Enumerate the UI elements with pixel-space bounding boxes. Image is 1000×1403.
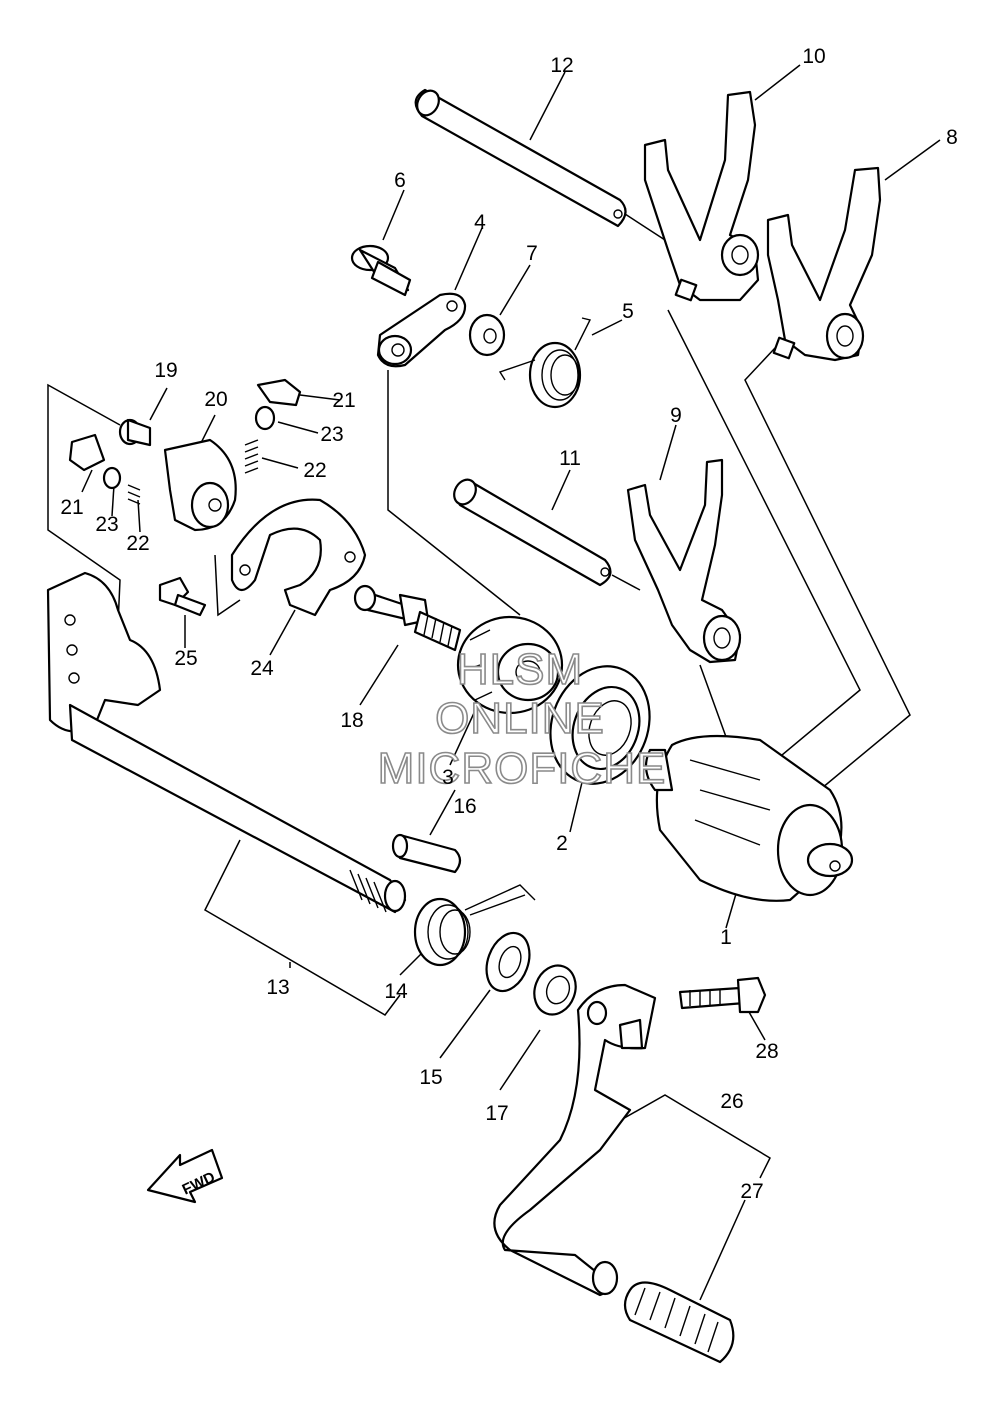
callout-20: 20 (204, 388, 227, 411)
shift-drum-1 (644, 734, 854, 902)
callout-9: 9 (670, 404, 682, 427)
callout-23-lower: 23 (95, 513, 118, 536)
shift-fork-9 (626, 458, 742, 664)
callout-4: 4 (474, 211, 486, 234)
callout-22-lower: 22 (126, 532, 149, 555)
callout-5: 5 (622, 300, 634, 323)
callout-16: 16 (453, 795, 476, 818)
watermark-line-3: MICROFICHE (378, 744, 667, 793)
callout-28: 28 (755, 1040, 778, 1063)
bearing-2 (549, 665, 651, 785)
watermark: HLSM ONLINE MICROFICHE (377, 644, 667, 794)
return-spring-14 (413, 884, 536, 967)
callout-14: 14 (384, 980, 408, 1003)
forward-direction-arrow: FWD (146, 1148, 224, 1204)
shift-fork-10 (643, 90, 760, 302)
bolt-28 (678, 976, 767, 1014)
washer-15 (485, 931, 531, 993)
pedal-rubber-27 (623, 1281, 735, 1364)
callout-23-upper: 23 (320, 423, 343, 446)
callout-6: 6 (394, 169, 406, 192)
stopper-lever-4 (376, 292, 467, 368)
callout-labels: 1 2 3 4 5 6 7 8 9 10 11 12 13 14 15 16 1… (60, 45, 958, 1203)
callout-2: 2 (556, 832, 568, 855)
watermark-line-1: HLSM (457, 645, 583, 694)
shift-fork-8 (766, 166, 882, 362)
guide-bar-11 (453, 478, 612, 587)
bolt-6 (350, 244, 412, 297)
callout-25: 25 (174, 647, 197, 670)
callout-3: 3 (442, 766, 454, 789)
collar-16 (391, 833, 462, 874)
shift-shaft-13 (46, 571, 407, 914)
callout-19: 19 (154, 359, 177, 382)
watermark-line-2: ONLINE (435, 694, 605, 743)
callout-10: 10 (802, 45, 825, 68)
shift-arm-assembly (68, 378, 367, 617)
oil-seal-17 (533, 964, 577, 1016)
callout-27: 27 (740, 1180, 763, 1203)
torsion-spring-5 (498, 317, 592, 409)
callout-11: 11 (559, 447, 581, 470)
callout-18: 18 (340, 709, 363, 732)
callout-21-upper: 21 (332, 389, 355, 412)
shift-pedal-26 (493, 983, 657, 1297)
washer-7 (468, 313, 506, 357)
callout-1: 1 (720, 926, 732, 949)
segment-3 (456, 615, 564, 715)
callout-17: 17 (485, 1102, 508, 1125)
callout-8: 8 (946, 126, 958, 149)
callout-22-upper: 22 (303, 459, 326, 482)
callout-24: 24 (250, 657, 274, 680)
callout-12: 12 (550, 54, 573, 77)
callout-15: 15 (419, 1066, 442, 1089)
callout-13: 13 (266, 976, 289, 999)
callout-7: 7 (526, 242, 538, 265)
callout-26: 26 (720, 1090, 743, 1113)
screw-18 (353, 584, 462, 652)
callout-21-lower: 21 (60, 496, 83, 519)
guide-bar-12 (414, 88, 627, 228)
